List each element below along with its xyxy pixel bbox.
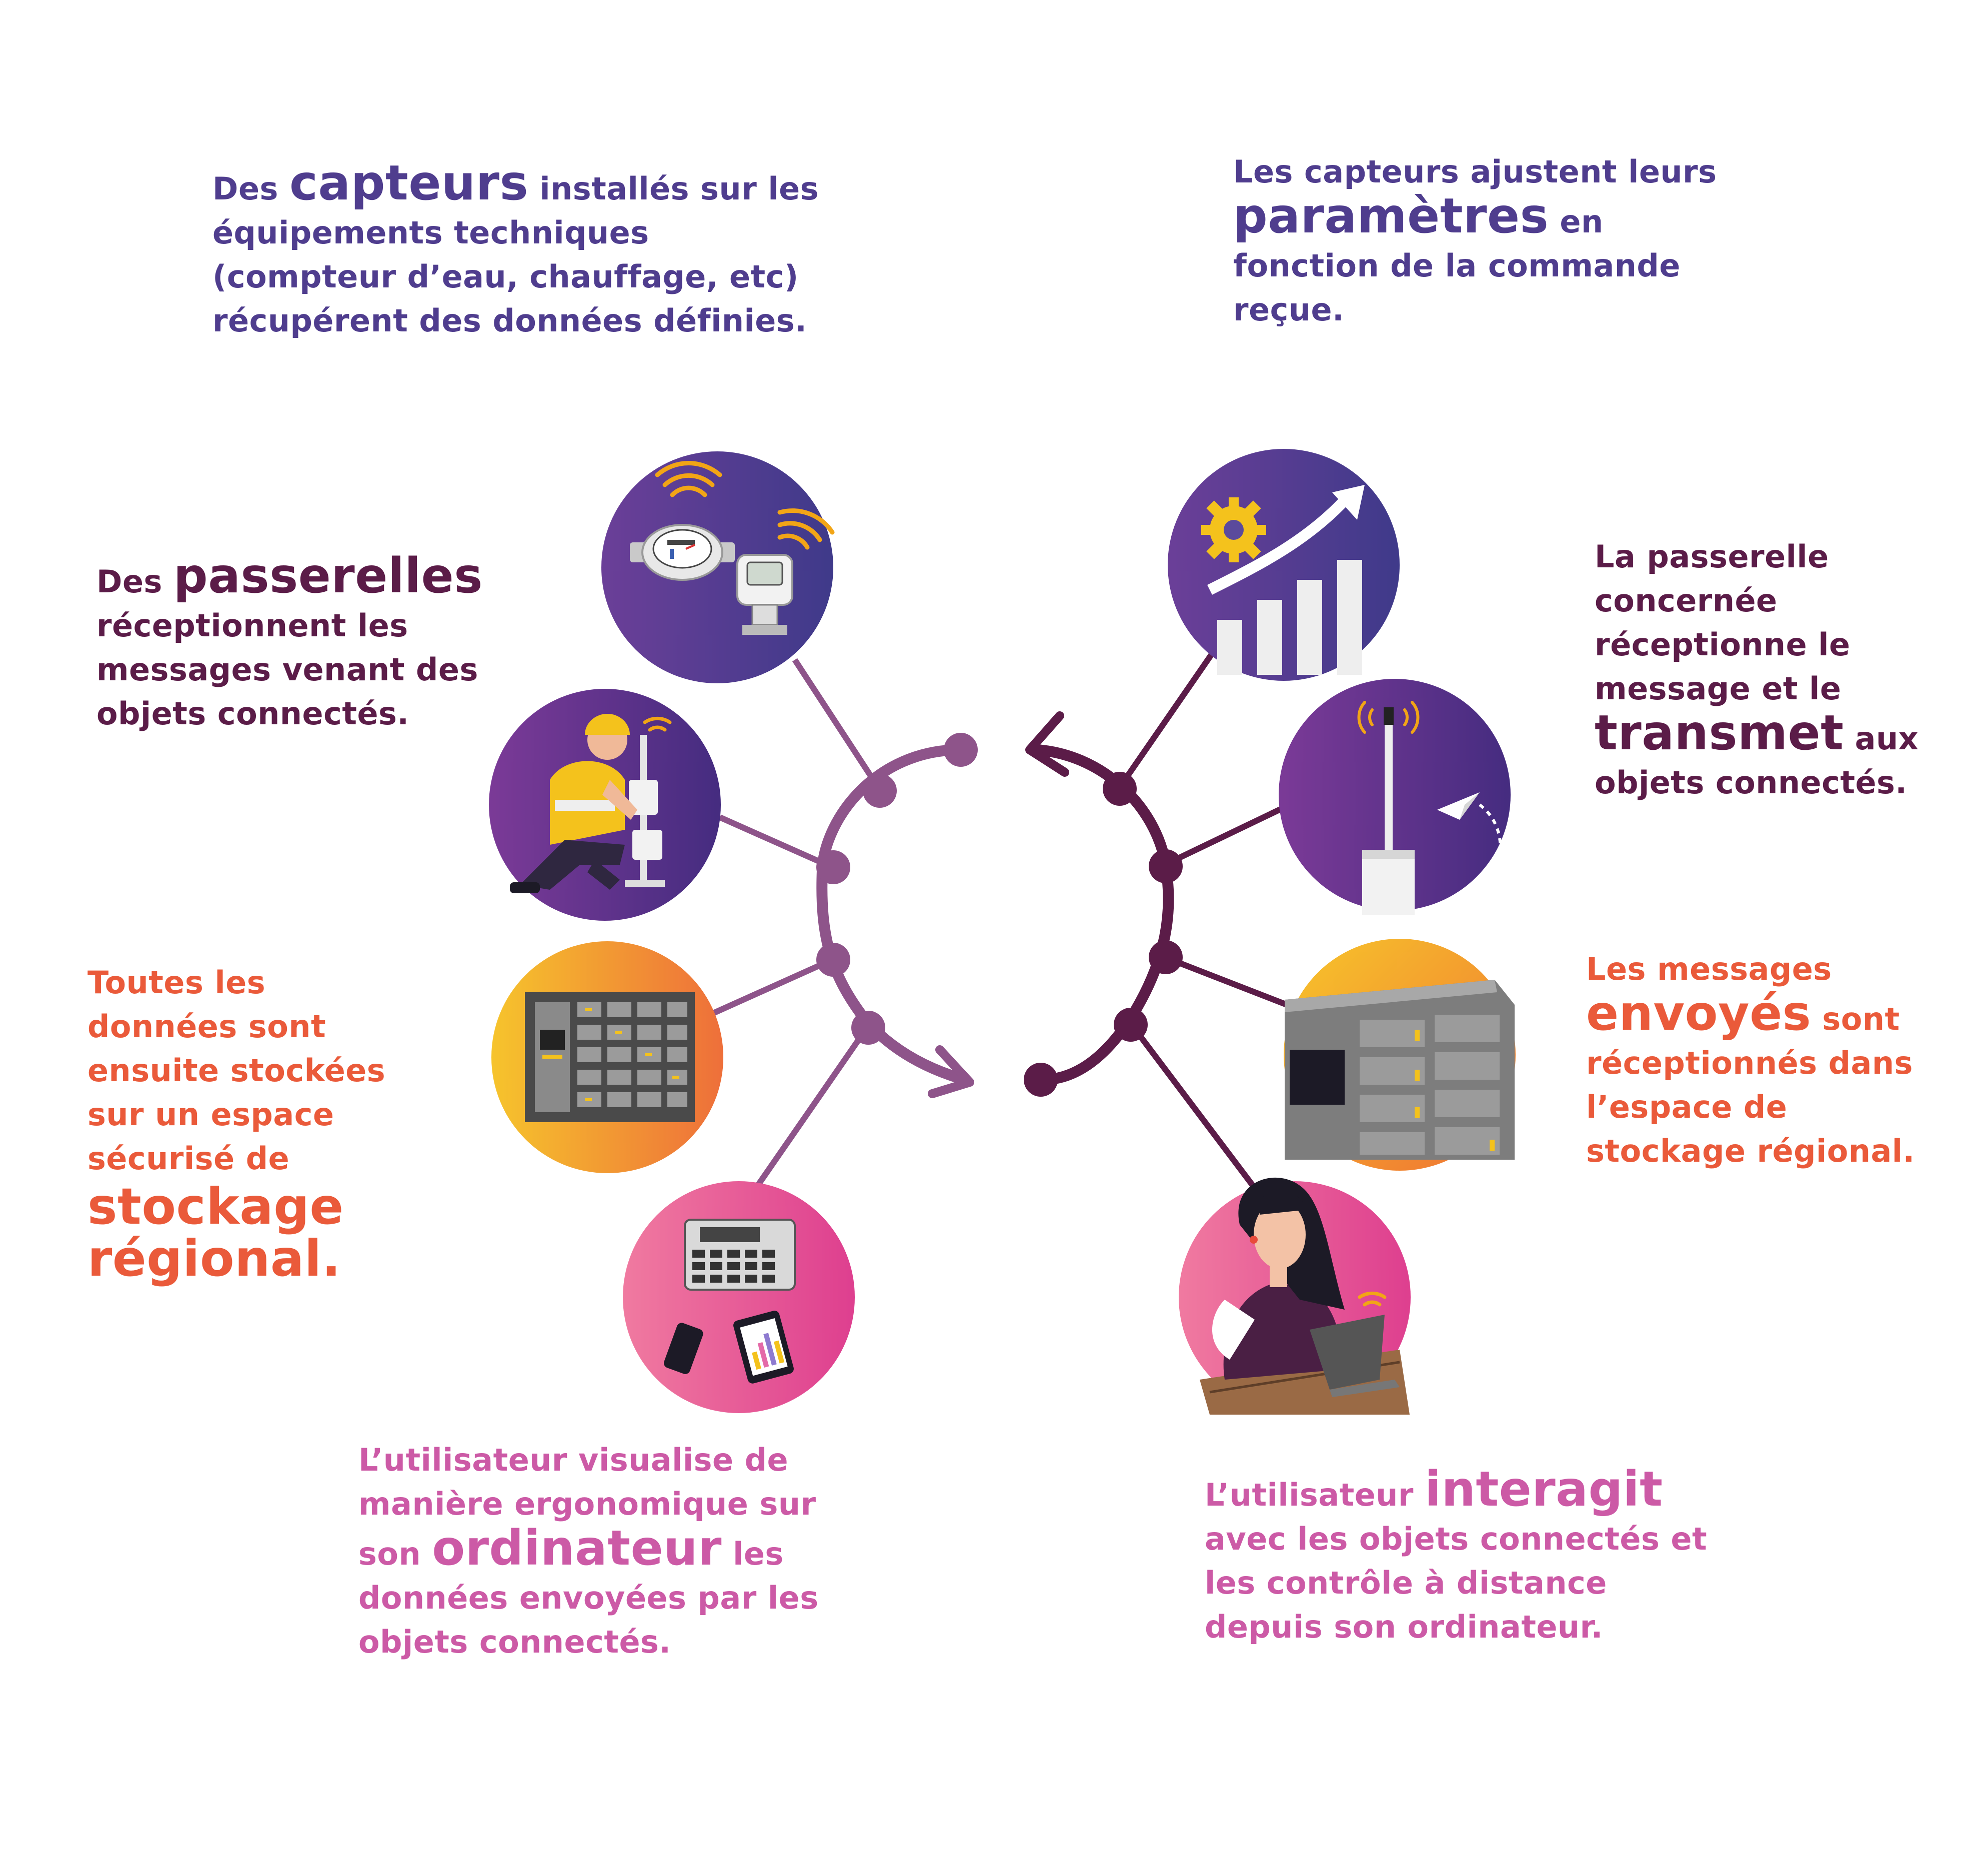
- capteurs-line-3: (compteur d’eau, chauffage, etc): [212, 258, 799, 295]
- stockage-keyword-1: stockage: [87, 1177, 344, 1236]
- capteurs-line-2: équipements techniques: [212, 214, 649, 251]
- passerelles-text: Des passerelles réceptionnent les messag…: [96, 548, 483, 736]
- right-node-1: [1103, 772, 1137, 806]
- parametres-line-1: Les capteurs ajustent leurs: [1233, 153, 1717, 190]
- stockage-text: Toutes les données sont ensuite stockées…: [87, 961, 385, 1285]
- visualise-line-1: L’utilisateur visualise de: [358, 1442, 789, 1478]
- visualise-line-5: objets connectés.: [358, 1624, 671, 1660]
- stockage-line-4: sur un espace: [87, 1096, 334, 1133]
- transmet-line-1: La passerelle: [1595, 538, 1829, 575]
- capteurs-line-1: Des capteurs installés sur les: [212, 155, 819, 211]
- envoyes-text: Les messages envoyés sont réceptionnés d…: [1586, 947, 1915, 1173]
- stockage-line-2: données sont: [87, 1008, 326, 1045]
- transmet-line-6: objets connectés.: [1595, 764, 1908, 801]
- parametres-keyword: paramètres: [1233, 188, 1549, 244]
- envoyes-line-2: envoyés sont: [1586, 985, 1900, 1041]
- visualise-line-3: son ordinateur les: [358, 1520, 784, 1576]
- interagit-text: L’utilisateur interagit avec les objets …: [1205, 1461, 1708, 1649]
- stockage-line-3: ensuite stockées: [87, 1052, 386, 1089]
- paper-plane-icon: [1437, 792, 1502, 870]
- transmet-line-5: transmet aux: [1595, 705, 1919, 761]
- parametres-line-2: paramètres en: [1233, 188, 1604, 244]
- right-node-5: [1024, 1063, 1058, 1097]
- passerelles-line-4: objets connectés.: [96, 695, 409, 732]
- parametres-text: Les capteurs ajustent leurs paramètres e…: [1233, 150, 1717, 332]
- right-arc-arrowhead: [1025, 711, 1069, 777]
- datacenter-icon: [1285, 980, 1515, 1160]
- technician-icon: [510, 714, 665, 893]
- transmet-line-2: concernée: [1595, 582, 1778, 619]
- wifi-signal-icon: [1358, 1291, 1387, 1307]
- envoyes-line-5: stockage régional.: [1586, 1133, 1915, 1169]
- left-node-2: [863, 774, 897, 808]
- transmet-line-4: message et le: [1595, 670, 1842, 707]
- wifi-signal-icon: [1357, 701, 1420, 734]
- stockage-line-5: sécurisé de: [87, 1140, 290, 1177]
- envoyes-line-4: l’espace de: [1586, 1089, 1788, 1125]
- left-node-1: [944, 733, 978, 767]
- stockage-line-1: Toutes les: [87, 964, 266, 1001]
- visualise-keyword: ordinateur: [432, 1520, 722, 1576]
- left-connectors: [708, 658, 883, 1192]
- growth-chart-icon: [1207, 485, 1365, 675]
- wifi-signal-icon: [777, 508, 835, 550]
- visualise-line-4: données envoyées par les: [358, 1580, 819, 1616]
- right-node-3: [1149, 940, 1183, 974]
- right-nodes: [1024, 772, 1183, 1097]
- right-connectors: [1117, 648, 1301, 1197]
- antenna-gateway-icon: [1362, 707, 1415, 915]
- transmet-line-3: réceptionne le: [1595, 626, 1851, 663]
- envoyes-line-1: Les messages: [1586, 951, 1832, 987]
- passerelles-line-2: réceptionnent les: [96, 607, 408, 644]
- visualise-text: L’utilisateur visualise de manière ergon…: [358, 1438, 819, 1664]
- right-node-4: [1114, 1008, 1148, 1042]
- envoyes-line-3: réceptionnés dans: [1586, 1045, 1913, 1081]
- stockage-keyword-2: régional.: [87, 1229, 341, 1288]
- passerelles-line-3: messages venant des: [96, 651, 478, 688]
- parametres-line-4: reçue.: [1233, 291, 1345, 328]
- water-meter-icon: [630, 524, 735, 581]
- interagit-line-1: L’utilisateur interagit: [1205, 1461, 1663, 1517]
- thermostat-valve-icon: [736, 554, 793, 635]
- passerelles-illustration: [489, 689, 721, 921]
- interagit-line-3: les contrôle à distance: [1205, 1565, 1607, 1601]
- stockage-illustration: [491, 941, 723, 1173]
- capteurs-text: Des capteurs installés sur les équipemen…: [212, 155, 819, 343]
- left-node-4: [816, 943, 850, 977]
- capteurs-line-4: récupérent des données définies.: [212, 302, 807, 339]
- passerelles-keyword: passerelles: [173, 548, 483, 604]
- gear-icon: [1201, 497, 1266, 562]
- right-arc: [1032, 744, 1174, 1085]
- capteurs-illustration: [601, 451, 835, 683]
- transmet-keyword: transmet: [1595, 705, 1844, 761]
- interagit-keyword: interagit: [1425, 1461, 1663, 1517]
- wifi-signal-icon: [655, 461, 722, 497]
- envoyes-illustration: [1284, 939, 1516, 1171]
- interagit-line-2: avec les objets connectés et: [1205, 1521, 1708, 1557]
- wifi-signal-icon: [643, 716, 672, 732]
- transmet-illustration: [1279, 679, 1511, 915]
- parametres-illustration: [1168, 449, 1400, 681]
- left-node-5: [851, 1011, 885, 1045]
- left-node-3: [816, 850, 850, 884]
- capteurs-keyword: capteurs: [289, 155, 529, 211]
- visualise-line-2: manière ergonomique sur: [358, 1486, 816, 1522]
- left-nodes: [816, 733, 978, 1045]
- woman-laptop-icon: [1200, 1177, 1410, 1415]
- devices-icon: [664, 1219, 796, 1384]
- visualise-illustration: [623, 1181, 855, 1413]
- passerelles-line-1: Des passerelles: [96, 548, 483, 604]
- interagit-line-4: depuis son ordinateur.: [1205, 1609, 1603, 1645]
- right-node-2: [1149, 849, 1183, 883]
- envoyes-keyword: envoyés: [1586, 985, 1812, 1041]
- server-cabinet-icon: [525, 992, 695, 1122]
- parametres-line-3: fonction de la commande: [1233, 247, 1681, 284]
- left-arc-arrowhead: [928, 1045, 974, 1098]
- transmet-text: La passerelle concernée réceptionne le m…: [1595, 535, 1919, 805]
- interagit-illustration: [1179, 1177, 1411, 1415]
